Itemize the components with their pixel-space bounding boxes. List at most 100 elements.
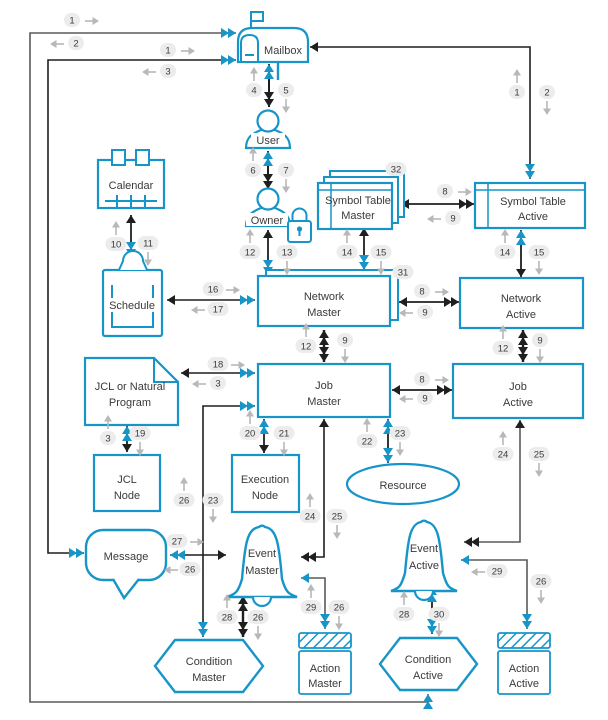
badge-number: 23 bbox=[395, 429, 406, 440]
badge-number: 23 bbox=[208, 496, 219, 507]
arrowhead-blue2-right bbox=[228, 28, 236, 38]
arrowhead-black1-left bbox=[181, 368, 189, 378]
node-label: Active bbox=[518, 211, 548, 223]
badge-number: 1 bbox=[69, 16, 74, 27]
node-user: User bbox=[244, 109, 292, 150]
arrowhead-blue2-up bbox=[423, 694, 433, 702]
arrowhead-black2-up bbox=[238, 603, 248, 611]
arrowhead-blue1-left bbox=[461, 555, 469, 565]
node-schedule: Schedule bbox=[101, 250, 164, 338]
relation-badge-6: 6 bbox=[245, 147, 261, 177]
edge-job-master-job-active bbox=[392, 385, 452, 395]
arrowhead-blue2-down bbox=[359, 255, 369, 263]
direction-arrow-icon bbox=[427, 215, 434, 223]
arrowhead-blue2-down bbox=[359, 262, 369, 270]
arrowhead-blue1-left bbox=[301, 573, 309, 583]
badge-number: 20 bbox=[245, 429, 256, 440]
relation-badge-28: 28 bbox=[393, 591, 415, 621]
relation-badge-3: 3 bbox=[192, 376, 226, 390]
relation-badge-22: 22 bbox=[356, 418, 378, 448]
direction-arrow-icon bbox=[233, 286, 240, 294]
relation-badge-18: 18 bbox=[207, 357, 245, 371]
badge-number: 1 bbox=[514, 88, 519, 99]
badge-pill bbox=[428, 607, 450, 621]
arrowhead-blue2-up bbox=[516, 230, 526, 238]
badge-pill bbox=[492, 447, 514, 461]
direction-arrow-icon bbox=[535, 470, 543, 477]
relation-badge-15: 15 bbox=[528, 245, 550, 275]
badge-pill bbox=[105, 237, 127, 251]
direction-arrow-icon bbox=[280, 449, 288, 456]
node-label: Active bbox=[503, 397, 533, 409]
arrowhead-black2-right bbox=[459, 199, 467, 209]
node-label: Mailbox bbox=[264, 45, 302, 57]
node-label: Master bbox=[341, 210, 375, 222]
edge-job-active-event-active bbox=[464, 420, 525, 547]
arrowhead-blue2-right bbox=[69, 548, 77, 558]
arrowhead-blue2-right bbox=[247, 295, 255, 305]
node-label: Message bbox=[104, 551, 149, 563]
badge-pill bbox=[137, 236, 159, 250]
badge-pill bbox=[370, 245, 392, 259]
direction-arrow-icon bbox=[306, 493, 314, 500]
relation-badge-8: 8 bbox=[414, 284, 449, 298]
arrowhead-blue2-down bbox=[320, 621, 330, 629]
arrowhead-blue2-right bbox=[228, 55, 236, 65]
edge-network-master-network-active bbox=[399, 297, 459, 307]
arrowhead-blue2-right bbox=[247, 368, 255, 378]
badge-number: 9 bbox=[537, 336, 542, 347]
arrowhead-black1-right bbox=[218, 550, 226, 560]
direction-arrow-icon bbox=[343, 229, 351, 236]
badge-pill bbox=[445, 211, 461, 225]
direction-arrow-icon bbox=[238, 361, 245, 369]
arrowhead-black1-left bbox=[167, 295, 175, 305]
badge-pill bbox=[539, 85, 555, 99]
badge-number: 14 bbox=[342, 248, 353, 259]
badge-number: 4 bbox=[251, 86, 256, 97]
direction-arrow-icon bbox=[282, 106, 290, 113]
direction-arrow-icon bbox=[104, 415, 112, 422]
badge-number: 24 bbox=[305, 512, 316, 523]
node-label: Action bbox=[310, 663, 341, 675]
node-label: Owner bbox=[251, 215, 284, 227]
badge-pill bbox=[273, 426, 295, 440]
action-header-hatched bbox=[497, 632, 551, 649]
badge-number: 2 bbox=[73, 39, 78, 50]
arrowhead-black1-left bbox=[392, 385, 400, 395]
arrowhead-black2-down bbox=[518, 354, 528, 362]
direction-arrow-icon bbox=[249, 147, 257, 154]
action-body bbox=[298, 650, 352, 695]
node-label: JCL bbox=[117, 474, 137, 486]
arrowhead-blue2-up bbox=[383, 419, 393, 427]
badge-number: 24 bbox=[498, 450, 509, 461]
node-label: Master bbox=[308, 678, 342, 690]
arrowhead-black2-down bbox=[238, 622, 248, 630]
node-label: Master bbox=[245, 565, 279, 577]
badge-number: 19 bbox=[135, 429, 146, 440]
badge-pill bbox=[64, 13, 80, 27]
badge-number: 25 bbox=[332, 512, 343, 523]
badge-pill bbox=[247, 610, 269, 624]
node-label: Active bbox=[506, 309, 536, 321]
badge-number: 13 bbox=[282, 248, 293, 259]
arrowhead-black1-down bbox=[516, 269, 526, 277]
mailbox-flag bbox=[250, 11, 264, 22]
arrowhead-blue2-up bbox=[122, 426, 132, 434]
arrowhead-blue2-down bbox=[427, 619, 437, 627]
relation-badge-26: 26 bbox=[247, 610, 269, 640]
edge-owner-network-master bbox=[263, 230, 273, 275]
arrowhead-black2-down bbox=[264, 92, 274, 100]
badge-pill bbox=[417, 391, 433, 405]
relation-badge-19: 19 bbox=[129, 426, 151, 456]
arrowhead-blue2-up bbox=[263, 151, 273, 159]
arrowhead-blue2-left bbox=[177, 550, 185, 560]
relation-badge-3: 3 bbox=[142, 64, 176, 78]
badge-number: 15 bbox=[376, 248, 387, 259]
badge-number: 26 bbox=[334, 603, 345, 614]
badge-number: 17 bbox=[213, 305, 224, 316]
node-hexagon bbox=[378, 636, 479, 692]
arrowhead-black1-down bbox=[259, 445, 269, 453]
